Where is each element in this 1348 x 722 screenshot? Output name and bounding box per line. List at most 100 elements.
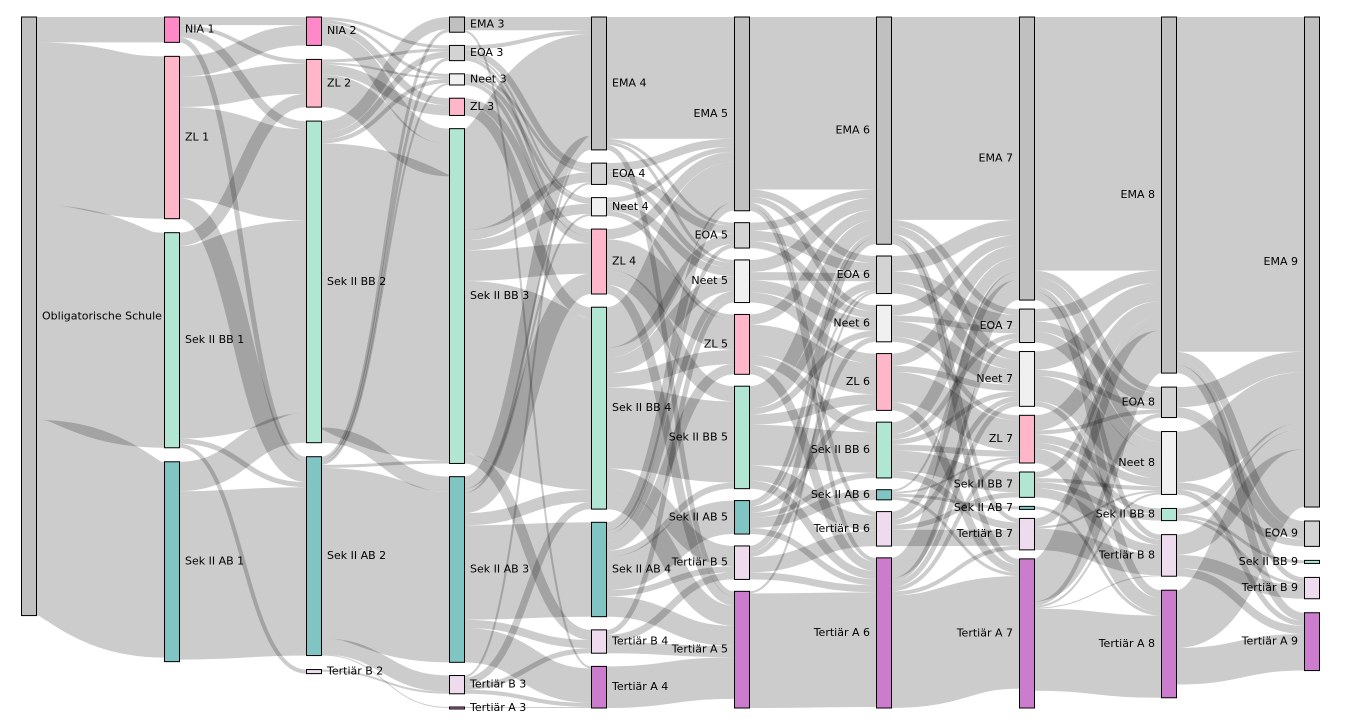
flow-tertiaer-b-6-to-ema-7 (890, 271, 1020, 520)
flow-zl-7-to-ema-8 (1033, 301, 1162, 431)
flow-tertiaer-b-3-to-sek-ii-bb-4 (463, 502, 592, 685)
label-eoa-9: EOA 9 (1265, 527, 1298, 540)
label-eoa-3: EOA 3 (470, 46, 503, 59)
flow-zl-2-to-sek-ii-bb-3 (319, 74, 451, 177)
label-zl-3: ZL 3 (470, 100, 494, 113)
flow-neet-8-to-ema-9 (1174, 372, 1306, 483)
flow-zl-5-to-zl-6 (748, 324, 877, 395)
node-tertiaer-a-9 (1304, 612, 1320, 672)
node-zl-3 (449, 97, 465, 116)
flow-eoa-4-to-eoa-5 (605, 171, 735, 234)
flow-zl-1-to-nia-2 (178, 25, 307, 77)
flow-sek-ii-bb-4-to-neet-5 (605, 276, 735, 374)
node-tertiaer-a-3 (449, 706, 465, 710)
node-sek-ii-bb-9 (1304, 559, 1320, 564)
flow-sek-ii-bb-4-to-sek-ii-bb-5 (605, 387, 735, 483)
flow-zl-4-to-tertiaer-a-5 (605, 284, 735, 606)
node-sek-ii-ab-4 (591, 521, 607, 618)
node-zl-4 (591, 228, 607, 295)
label-ema-9: EMA 9 (1264, 255, 1298, 268)
flow-sek-ii-ab-3-to-tertiaer-b-4 (463, 619, 592, 649)
flow-eoa-4-to-neet-5 (605, 179, 735, 269)
node-sek-ii-ab-6 (876, 489, 892, 501)
flow-zl-3-to-sek-ii-bb-4 (463, 105, 592, 318)
flow-sek-ii-bb-4-to-tertiaer-a-5 (605, 488, 735, 626)
flow-ema-5-to-tertiaer-b-6 (748, 202, 877, 516)
flow-zl-4-to-zl-5 (604, 239, 736, 350)
flow-sek-ii-ab-2-to-tertiaer-b-3 (320, 638, 450, 692)
node-ema-9 (1304, 16, 1320, 508)
label-sek-ii-ab-7: Sek II AB 7 (954, 501, 1013, 514)
node-ema-6 (876, 16, 892, 245)
flow-ema-5-to-tertiaer-a-6 (748, 206, 877, 562)
flow-sek-ii-ab-1-to-sek-ii-bb-2 (178, 413, 307, 492)
flow-zl-7-to-eoa-8 (1033, 409, 1162, 435)
flow-sek-ii-ab-5-to-sek-ii-ab-6 (748, 489, 877, 528)
flow-nia-2-to-zl-3 (320, 23, 450, 106)
flow-zl-2-to-eoa-3 (320, 48, 450, 63)
flow-tertiaer-b-3-to-tertiaer-a-4 (463, 689, 592, 707)
flow-ema-6-to-neet-7 (890, 225, 1020, 360)
flow-zl-6-to-tertiaer-a-7 (890, 402, 1020, 574)
flow-tertiaer-a-4-to-tertiaer-a-5 (605, 657, 735, 709)
flow-sek-ii-bb-3-to-sek-ii-bb-4 (460, 280, 595, 490)
flow-zl-7-to-neet-8 (1033, 434, 1162, 487)
flow-zl-7-to-tertiaer-a-8 (1033, 448, 1162, 613)
node-tertiaer-b-6 (876, 511, 892, 547)
label-ema-6: EMA 6 (836, 124, 870, 137)
flow-sek-ii-ab-2-to-tertiaer-a-3 (320, 654, 450, 708)
flow-tertiaer-b-6-to-neet-7 (890, 396, 1020, 525)
flow-sek-ii-ab-4-to-eoa-5 (605, 243, 735, 535)
flow-eoa-7-to-neet-8 (1033, 331, 1162, 453)
flow-tertiaer-b-2-to-tertiaer-b-3 (320, 669, 450, 694)
label-neet-6: Neet 6 (833, 317, 870, 330)
flow-sek-ii-bb-3-to-neet-4 (463, 203, 592, 251)
node-tertiaer-b-3 (449, 675, 465, 695)
label-zl-2: ZL 2 (327, 76, 351, 89)
flow-tertiaer-a-6-to-eoa-7 (890, 338, 1020, 583)
flow-nia-2-to-eoa-3 (320, 17, 450, 49)
flow-sek-ii-ab-5-to-tertiaer-a-6 (748, 527, 877, 586)
flow-eoa-3-to-neet-4 (463, 55, 592, 200)
flow-ema-8-to-tertiaer-a-9 (1175, 364, 1305, 621)
flow-tertiaer-a-6-to-tertiaer-a-7 (889, 576, 1021, 708)
label-tertiaer-b-8: Tertiär B 8 (1098, 548, 1155, 561)
label-tertiaer-a-9: Tertiär A 9 (1241, 635, 1298, 648)
flow-sek-ii-ab-4-to-tertiaer-a-5 (605, 596, 735, 647)
node-tertiaer-a-5 (734, 590, 750, 709)
flow-nia-1-to-sek-ii-bb-2 (178, 29, 307, 130)
flow-eoa-5-to-ema-6 (748, 189, 877, 231)
flow-ema-3-to-tertiaer-a-4 (463, 30, 592, 669)
label-eoa-8: EOA 8 (1122, 395, 1155, 408)
label-sek-ii-ab-2: Sek II AB 2 (327, 549, 386, 562)
flow-sek-ii-ab-1-to-sek-ii-ab-2 (178, 487, 307, 660)
label-nia-2: NIA 2 (327, 24, 357, 37)
flow-eoa-5-to-eoa-6 (748, 230, 877, 274)
node-eoa-7 (1019, 308, 1035, 344)
flow-neet-3-to-neet-4 (463, 76, 592, 204)
flow-zl-4-to-ema-5 (605, 151, 735, 240)
flow-neet-6-to-neet-7 (890, 321, 1020, 386)
flow-tertiaer-b-3-to-tertiaer-b-4 (463, 648, 592, 690)
node-obligatorische-schule (21, 16, 37, 617)
flow-sek-ii-bb-3-to-zl-4 (463, 243, 592, 281)
flow-neet-6-to-zl-7 (890, 336, 1020, 421)
flow-neet-5-to-neet-6 (748, 280, 877, 331)
flow-sek-ii-bb-7-to-ema-8 (1033, 316, 1162, 479)
flow-sek-ii-bb-1-to-sek-ii-bb-2 (176, 220, 309, 439)
node-sek-ii-bb-3 (449, 128, 465, 464)
label-tertiaer-b-6: Tertiär B 6 (813, 522, 870, 535)
flow-eoa-7-to-eoa-8 (1033, 321, 1162, 404)
flow-tertiaer-b-5-to-tertiaer-a-6 (748, 572, 877, 593)
flow-tertiaer-a-6-to-tertiaer-b-7 (890, 545, 1020, 596)
flow-sek-ii-ab-5-to-eoa-6 (748, 289, 877, 507)
node-eoa-6 (876, 255, 892, 295)
flow-sek-ii-ab-6-to-zl-7 (890, 456, 1020, 494)
flow-neet-4-to-neet-5 (605, 202, 735, 277)
node-sek-ii-ab-2 (306, 456, 322, 657)
label-sek-ii-bb-6: Sek II BB 6 (811, 443, 870, 456)
flow-sek-ii-ab-7-to-tertiaer-a-8 (1033, 506, 1162, 616)
flow-zl-5-to-ema-6 (748, 209, 877, 325)
flow-ema-4-to-tertiaer-a-5 (605, 144, 735, 597)
